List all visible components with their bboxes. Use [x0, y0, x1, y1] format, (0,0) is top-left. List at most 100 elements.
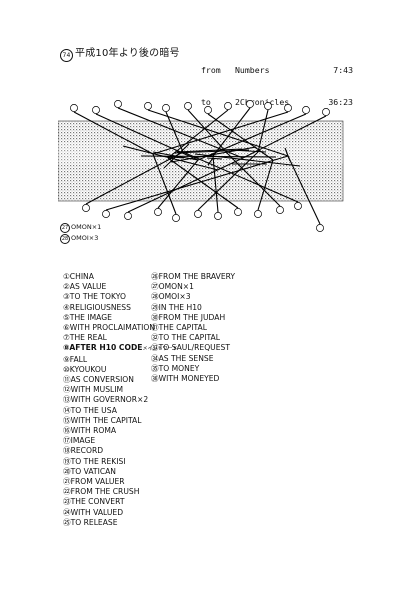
connector-line [194, 153, 301, 167]
legend-label: OMON×1 [71, 223, 102, 231]
list-item: ㉘OMOI×3 [151, 292, 191, 302]
callout-marker [92, 106, 100, 114]
connector-line [163, 143, 190, 169]
list-item: ③TO THE TOKYO [63, 292, 126, 302]
connector-line [207, 157, 214, 166]
callout-marker [276, 206, 284, 214]
callout-marker [234, 208, 242, 216]
legend-label: OMOI×3 [71, 234, 99, 242]
callout-marker [144, 102, 152, 110]
title-number-badge: 74 [60, 49, 73, 62]
callout-marker [214, 212, 222, 220]
list-item: ⑭TO THE USA [63, 405, 117, 415]
list-item: ㉜TO THE CAPITAL [151, 333, 220, 343]
connector-line [187, 109, 229, 155]
list-item: ⑱RECORD [63, 446, 104, 456]
list-item: ⑨FALL [63, 354, 88, 364]
connector-line [152, 153, 177, 215]
callout-marker [124, 212, 132, 220]
list-item: ⑦THE REAL [63, 333, 107, 343]
list-item: ⑫WITH MUSLIM [63, 385, 124, 395]
list-item: ㉟TO MONEY [151, 363, 200, 373]
callout-marker [204, 106, 212, 114]
connector-line [206, 157, 223, 160]
connector-line [167, 109, 229, 159]
callout-marker [254, 210, 262, 218]
callout-marker [114, 100, 122, 108]
legend-mark: 28 [60, 234, 70, 244]
connector-line [167, 157, 239, 209]
callout-circles [70, 100, 330, 232]
connector-line [207, 113, 274, 161]
list-item: ⑩KYOUKOU [63, 364, 107, 374]
list-item: ⑯WITH ROMA [63, 426, 117, 436]
list-item-main: ⑧AFTER H10 CODEメイントワード [63, 343, 177, 354]
list-item: ㉓THE CONVERT [63, 497, 125, 507]
term-list-right: ㉖FROM THE BRAVERY ㉗OMON×1 ㉘OMOI×3 ㉙IN TH… [151, 272, 235, 384]
meta-verse: 7:43 [333, 65, 353, 75]
connector-line [197, 113, 307, 161]
callout-marker [184, 102, 192, 110]
list-item: ㉕TO RELEASE [63, 517, 118, 527]
connector-line [257, 109, 269, 153]
list-item-main-label: ⑧AFTER H10 CODE [63, 343, 143, 353]
connector-line [212, 107, 251, 157]
term-list-left: ①CHINA ②AS VALUE ③TO THE TOKYO ④RELIGIOU… [63, 272, 177, 528]
list-item: ⑥WITH PROCLAIMATION [63, 323, 155, 333]
connector-line [287, 155, 321, 225]
connector-line [105, 155, 289, 211]
list-item: ⑮WITH THE CAPITAL [63, 415, 142, 425]
connector-line [85, 151, 184, 205]
list-item: ㉚FROM THE JUDAH [151, 312, 226, 322]
callout-marker [154, 208, 162, 216]
meta-verse: 36:23 [328, 96, 353, 107]
callout-marker [224, 102, 232, 110]
callout-marker [316, 224, 324, 232]
list-item: ⑰IMAGE [63, 436, 96, 446]
callout-marker [302, 106, 310, 114]
callout-marker [294, 202, 302, 210]
callout-marker [162, 104, 170, 112]
list-item: ㉔WITH VALUED [63, 507, 124, 517]
connector-line [152, 111, 289, 155]
list-item: ㉛THE CAPITAL [151, 323, 207, 333]
list-item: ①CHINA [63, 272, 94, 281]
letter-grid [58, 120, 344, 202]
callout-marker [102, 210, 110, 218]
callout-marker [246, 100, 254, 108]
meta-row-to: to 2Chronicles 36:23 [201, 97, 353, 108]
title-text: 平成10年より後の暗号 [75, 48, 180, 59]
callout-marker [284, 104, 292, 112]
connector-line [127, 157, 244, 213]
connector-line [182, 151, 299, 203]
callout-marker [322, 108, 330, 116]
callout-marker [172, 214, 180, 222]
meta-key: to [201, 96, 211, 107]
list-item: ㉝TO SAUL/REQUEST [151, 343, 230, 353]
meta-value: 2Chronicles [235, 96, 290, 107]
meta-value: Numbers [235, 65, 270, 75]
connector-line [170, 146, 257, 163]
list-item: ㊱WITH MONEYED [151, 374, 220, 384]
letter-grid-band [58, 142, 343, 164]
list-item: ⑤THE IMAGE [63, 312, 112, 322]
list-item: ㉑FROM VALUER [63, 477, 125, 487]
callout-marker [194, 210, 202, 218]
list-item: ㉗OMON×1 [151, 282, 194, 292]
connector-line [122, 145, 219, 171]
connector-line [257, 159, 274, 211]
callout-marker [70, 104, 78, 112]
callout-marker [264, 102, 272, 110]
connector-line [147, 109, 289, 157]
legend-mark: 27 [60, 223, 70, 233]
list-item-note: メイントワード [142, 346, 178, 353]
list-item: ④RELIGIOUSNESS [63, 302, 131, 312]
list-item: ⑲TO THE REKISI [63, 456, 126, 466]
code-matrix-diagram [58, 100, 344, 232]
connector-lines [73, 107, 327, 225]
list-item: ⑪AS CONVERSION [63, 375, 134, 385]
